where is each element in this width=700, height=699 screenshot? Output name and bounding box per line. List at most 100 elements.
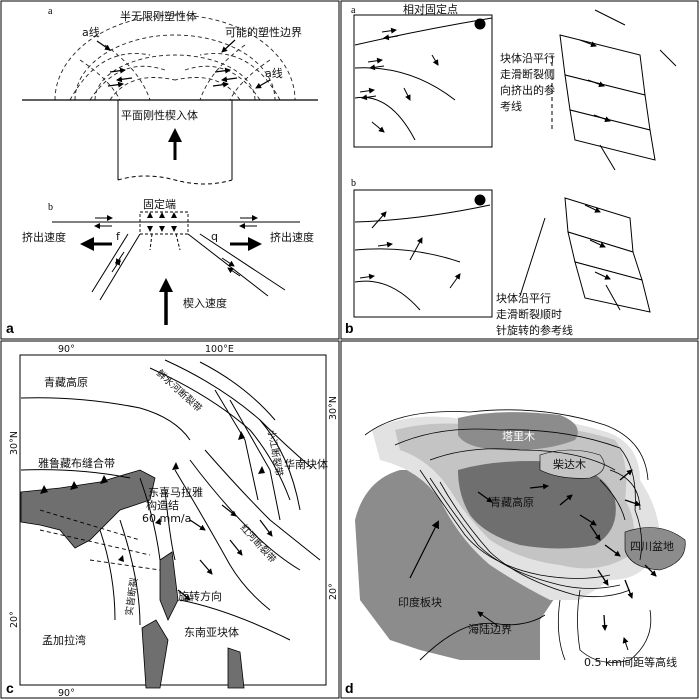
indenter	[117, 100, 233, 185]
panel-b-sub-b-faults	[354, 204, 491, 311]
label-qaidam: 柴达木	[553, 457, 586, 471]
panel-b: b a 相对固定点 块体沿平行 走滑断裂侧 向挤出的参 考线	[345, 2, 677, 337]
indenter-label: 平面刚性楔入体	[121, 108, 198, 122]
panel-b-sub-a-note: 块体沿平行 走滑断裂侧 向挤出的参 考线	[500, 51, 555, 113]
thrust-triangles	[40, 431, 265, 562]
rotation-dash-lines	[39, 509, 161, 571]
fixed-point-dot-b	[474, 194, 486, 206]
label-sagaing: 实皆断裂	[123, 577, 140, 617]
fixed-end-arrows	[147, 212, 177, 232]
panel-a-letter: a	[6, 320, 14, 336]
panel-a-title: 半无限刚塑性体	[120, 9, 197, 23]
fault-slip-arrows	[111, 251, 241, 277]
label-se-asia: 东南亚块体	[184, 625, 239, 639]
note-b-line-2: 走滑断裂顺时	[496, 307, 562, 321]
panel-a: a a 半无限刚塑性体 a线 可能的塑性边界 a线	[6, 6, 318, 336]
contour-lines	[364, 409, 652, 663]
rotation-arrows-c	[177, 504, 273, 601]
extrusion-left-label: 挤出速度	[22, 230, 66, 244]
label-yarlung: 雅鲁藏布缝合带	[38, 456, 115, 470]
fixed-point-dot	[474, 18, 486, 30]
panel-d: d	[345, 409, 686, 696]
label-rotation: 旋转方向	[178, 589, 222, 603]
blocks-a-arrows	[579, 39, 611, 123]
fault-lines-c	[20, 359, 321, 641]
panel-b-frame	[340, 0, 699, 340]
panel-d-letter: d	[345, 680, 354, 696]
panel-b-sub-a-box	[353, 14, 493, 148]
label-plateau: 青藏高原	[490, 495, 534, 509]
panel-a-aline-left: a线	[82, 25, 100, 39]
label-qinghai-tibet: 青藏高原	[44, 375, 88, 389]
panel-b-sub-b-arrows	[359, 211, 461, 289]
label-tarim: 塔里木	[502, 430, 535, 443]
note-a-line-3: 向挤出的参	[500, 83, 555, 97]
label-syntaxis-2: 构造结	[146, 498, 179, 512]
label-india: 印度板块	[398, 595, 442, 609]
note-a-line-2: 走滑断裂侧	[500, 67, 555, 81]
panel-b-sub-a-letter: a	[351, 5, 356, 16]
label-rate: 60 mm/a	[142, 512, 191, 525]
map-c-frame	[19, 354, 327, 686]
panel-b-sub-b-box	[353, 189, 493, 318]
label-syntaxis-1: 东喜马拉雅	[148, 485, 203, 499]
shear-arrows	[94, 215, 258, 229]
label-coast: 海陆边界	[468, 622, 512, 636]
tarim	[458, 412, 578, 451]
panel-a-sub-a-letter: a	[48, 6, 53, 17]
lon-label-90-top: 90°	[58, 344, 75, 355]
label-red-river: 红河断裂带	[238, 522, 279, 566]
blocks-b-arrows	[584, 204, 611, 280]
blocks-a	[559, 9, 677, 171]
label-sichuan: 四川盆地	[630, 539, 674, 553]
panel-a-sub-b-letter: b	[48, 202, 53, 213]
panel-b-letter: b	[345, 320, 354, 336]
panel-c-frame	[0, 340, 340, 699]
label-bengal: 孟加拉湾	[42, 633, 86, 647]
lon-label-90-bottom: 90°	[58, 688, 75, 699]
coast-arrow	[477, 611, 499, 627]
lat-label-20-right: 20°	[328, 583, 339, 600]
note-b-line-3: 针旋转的参考线	[496, 323, 573, 337]
panel-b-sub-a-faults	[354, 17, 493, 141]
label-q: q	[211, 230, 218, 243]
panel-d-frame	[340, 340, 699, 699]
panel-b-sub-b-note: 块体沿平行 走滑断裂顺时 针旋转的参考线	[496, 291, 573, 337]
label-xianshuihe: 鲜水河断裂带	[154, 367, 205, 414]
lon-label-100: 100°E	[205, 344, 234, 355]
gray-bodies	[20, 469, 245, 689]
panel-b-sub-b-letter: b	[351, 178, 356, 189]
panel-a-frame	[0, 0, 340, 340]
note-a-line-1: 块体沿平行	[500, 51, 555, 65]
lat-label-30-right: 30°N	[328, 396, 339, 420]
extrusion-right-label: 挤出速度	[270, 230, 314, 244]
contour-arrow	[622, 637, 629, 651]
label-contour: 0.5 km间距等高线	[584, 655, 677, 669]
lat-label-20-left: 20°	[9, 611, 20, 628]
india-arrow	[409, 520, 439, 579]
label-south-china: 华南块体	[284, 457, 328, 471]
note-b-line-1: 块体沿平行	[496, 291, 551, 305]
blocks-b	[564, 197, 651, 313]
label-f: f	[116, 230, 121, 243]
note-a-line-4: 考线	[500, 99, 522, 113]
lat-label-30-left: 30°N	[9, 431, 20, 455]
ref-line-b	[519, 217, 546, 297]
plateau-core	[458, 461, 616, 549]
coastline	[419, 614, 546, 661]
panel-c-letter: c	[6, 680, 14, 696]
fixed-end-block	[139, 211, 189, 235]
fixed-end-label: 固定端	[143, 197, 176, 211]
indent-velocity-label: 楔入速度	[183, 296, 227, 310]
diverging-faults	[91, 233, 286, 301]
panel-a-aline-right: a线	[265, 66, 283, 80]
slip-arrows	[96, 39, 271, 89]
panel-a-boundary-label: 可能的塑性边界	[225, 25, 302, 39]
flow-arrows-d	[477, 469, 657, 631]
fixed-point-label: 相对固定点	[403, 2, 458, 16]
qaidam	[539, 449, 605, 479]
panel-c: c 90° 100°E 90° 30°N 30°N 20° 20°	[6, 344, 339, 699]
india-region	[355, 470, 560, 660]
panel-b-sub-a-arrows	[359, 27, 439, 133]
